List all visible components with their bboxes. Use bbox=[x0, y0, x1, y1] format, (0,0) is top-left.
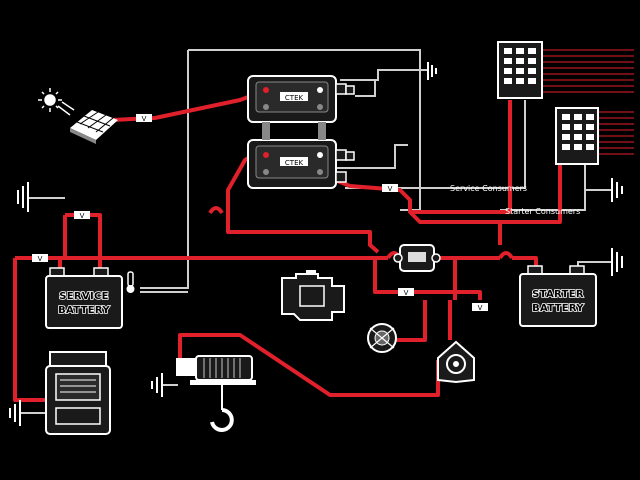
bus-hop-2 bbox=[498, 251, 514, 260]
generator-icon bbox=[45, 351, 111, 435]
starter-consumers-label: Starter Consumers bbox=[505, 207, 580, 216]
fuse-label: V bbox=[404, 289, 409, 297]
fuse-icon: V bbox=[74, 211, 90, 220]
solar-panel-icon bbox=[70, 110, 118, 144]
hop-214 bbox=[208, 206, 224, 215]
service-battery-line1: SERVICE bbox=[59, 291, 108, 302]
temperature-sensor-icon bbox=[126, 271, 135, 293]
fuse-icon: V bbox=[136, 114, 152, 123]
charger-icon: CTEK bbox=[247, 75, 337, 123]
fuse-label: V bbox=[478, 304, 483, 312]
fuse-icon: V bbox=[472, 303, 488, 312]
charger-icon: CTEK bbox=[247, 139, 337, 189]
winch-wire bbox=[178, 333, 440, 397]
engine-wire bbox=[373, 258, 482, 300]
fuse-icon: V bbox=[398, 288, 414, 297]
battery-switch-icon bbox=[393, 244, 441, 272]
charger-loop bbox=[329, 176, 502, 245]
charger-brand-top: CTEK bbox=[285, 94, 304, 102]
service-consumers-gray bbox=[345, 100, 526, 189]
fuse-box-icon bbox=[497, 41, 543, 99]
ground-icon bbox=[17, 182, 29, 212]
ground-icon bbox=[611, 248, 623, 276]
sensor-wire bbox=[140, 50, 189, 289]
fuse-label: V bbox=[80, 212, 85, 220]
fuse-label: V bbox=[142, 115, 147, 123]
charger-ground-wire-2 bbox=[355, 80, 376, 97]
starter-battery-line2: BATTERY bbox=[532, 303, 584, 314]
ground-icon bbox=[151, 373, 163, 397]
sun-icon bbox=[38, 88, 75, 116]
charger-brand-bottom: CTEK bbox=[285, 159, 304, 167]
charger-link bbox=[262, 122, 326, 140]
starter-battery-line1: STARTER bbox=[532, 289, 584, 300]
charger-ground-wire bbox=[340, 69, 428, 81]
fuse-box-ground bbox=[584, 168, 612, 191]
service-bat-neg bbox=[65, 213, 102, 270]
winch-icon bbox=[176, 355, 256, 432]
service-consumers-label: Service Consumers bbox=[450, 184, 527, 193]
fuse-box-stripes bbox=[540, 49, 634, 155]
fuse-box-icon bbox=[555, 107, 599, 165]
starter-battery: STARTER BATTERY bbox=[519, 265, 597, 327]
engine-icon bbox=[281, 270, 345, 321]
charger-connectors bbox=[335, 83, 355, 183]
fuse-label: V bbox=[388, 185, 393, 193]
alternator-icon bbox=[367, 323, 397, 353]
service-feed bbox=[13, 258, 50, 402]
ground-icon bbox=[9, 400, 21, 426]
switch-wire bbox=[395, 300, 427, 342]
service-ground-wire bbox=[27, 194, 65, 199]
service-battery-line2: BATTERY bbox=[58, 305, 110, 316]
charger-out-1 bbox=[226, 148, 380, 254]
service-battery: SERVICE BATTERY bbox=[45, 267, 123, 329]
fuse-icon: V bbox=[32, 254, 48, 263]
ground-icon bbox=[427, 62, 437, 80]
ground-icon bbox=[611, 178, 623, 202]
fuse-icon: V bbox=[382, 184, 398, 193]
lower-charger-wire bbox=[330, 144, 408, 169]
service-consumers-red bbox=[410, 100, 512, 214]
starter-consumers-red bbox=[500, 165, 562, 224]
generator-icon bbox=[437, 340, 475, 384]
fuse-label: V bbox=[38, 255, 43, 263]
